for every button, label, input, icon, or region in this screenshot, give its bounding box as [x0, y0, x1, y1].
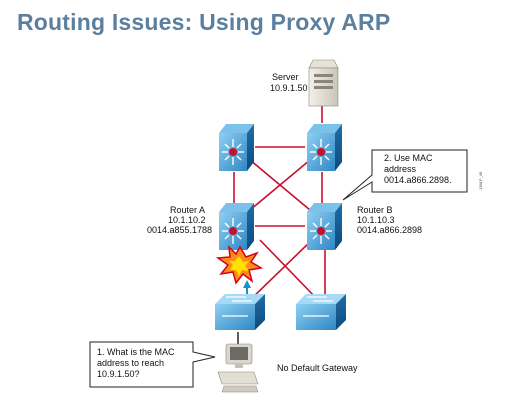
router-b-name: Router B [357, 205, 393, 215]
router-b-icon [307, 203, 342, 250]
router-b-mac: 0014.a866.2898 [357, 225, 422, 235]
callout-what-is-mac-line: 1. What is the MAC [97, 347, 175, 357]
server-ip: 10.9.1.50 [270, 83, 308, 93]
link-top-right-to-a [249, 159, 311, 211]
router-b-ip: 10.1.10.3 [357, 215, 395, 225]
router-a-mac: 0014.a855.1788 [147, 225, 212, 235]
router-top-left-icon [219, 124, 254, 171]
link-a-to-switch-right [259, 239, 319, 301]
figure-code: 1381P_49 [478, 171, 483, 190]
server-label: Server [272, 72, 299, 82]
pc-icon [217, 343, 259, 393]
page-title: Routing Issues: Using Proxy ARP [17, 9, 391, 35]
callout-what-is-mac-line: 10.9.1.50? [97, 369, 140, 379]
router-top-right-icon [307, 124, 342, 171]
callout-use-mac-line: 0014.a866.2898. [384, 175, 452, 185]
arp-request-arrow-icon [243, 280, 251, 294]
pc-label: No Default Gateway [277, 363, 358, 373]
router-a-icon [219, 203, 254, 250]
router-a-name: Router A [170, 205, 205, 215]
link-group [249, 146, 326, 301]
explosion-icon [215, 244, 264, 285]
server-icon [308, 59, 339, 107]
callout-what-is-mac: 1. What is the MAC address to reach 10.9… [89, 341, 216, 388]
router-a-ip: 10.1.10.2 [168, 215, 206, 225]
switch-left-icon [215, 294, 265, 330]
callout-what-is-mac-line: address to reach [97, 358, 164, 368]
callout-use-mac-line: address [384, 164, 417, 174]
callout-use-mac: 2. Use MAC address 0014.a866.2898. [342, 149, 468, 201]
callout-use-mac-line: 2. Use MAC [384, 153, 433, 163]
link-b-to-switch-left [249, 239, 313, 301]
switch-right-icon [296, 294, 346, 330]
